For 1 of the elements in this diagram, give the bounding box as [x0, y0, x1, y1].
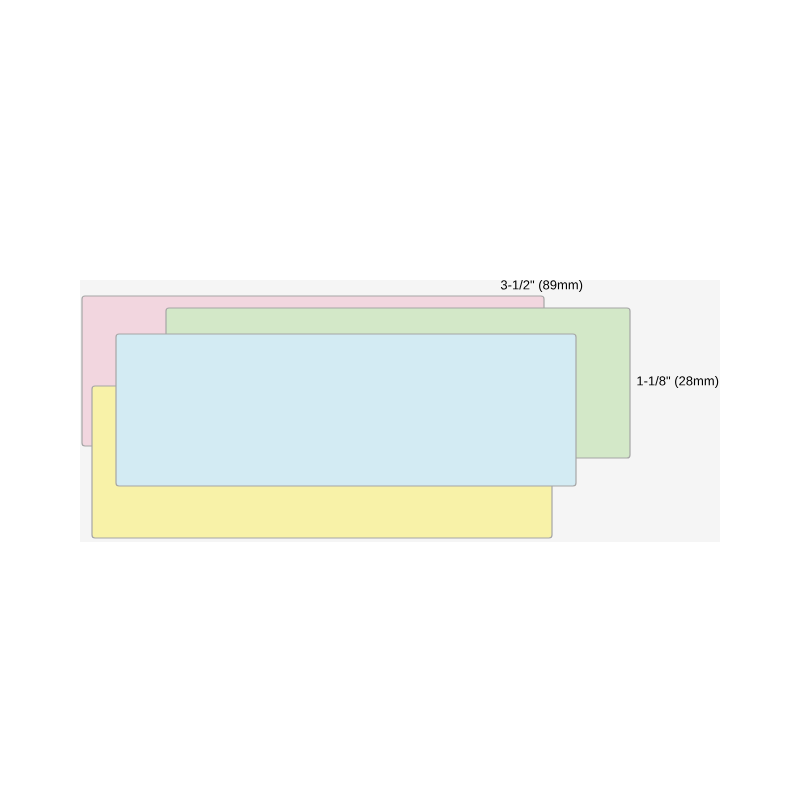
- label-sticker: [115, 333, 577, 487]
